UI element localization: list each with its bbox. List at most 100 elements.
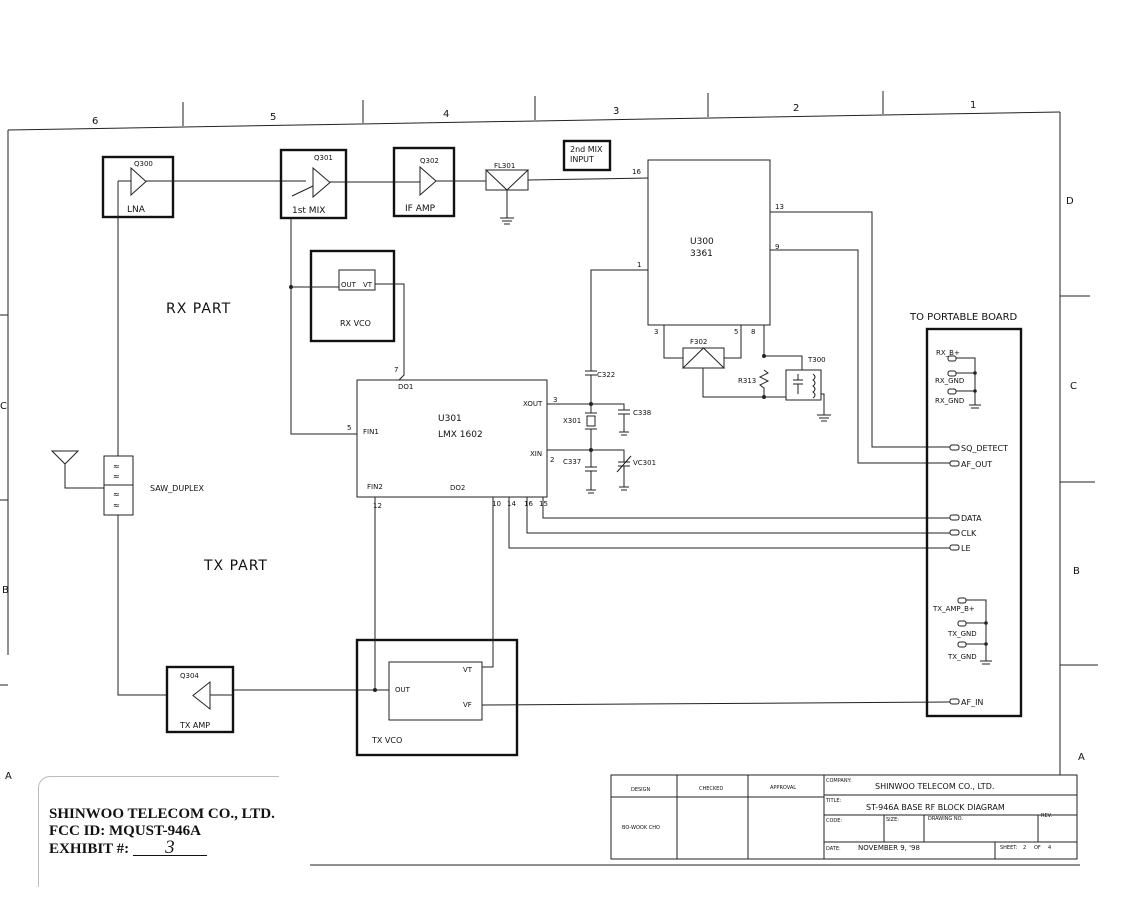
amplifier-icon bbox=[130, 166, 147, 197]
crystal-network: C322 X301 C338 C337 VC301 bbox=[547, 269, 656, 494]
drawing-no-label: DRAWING NO. bbox=[928, 816, 963, 822]
second-mix-line1: 2nd MIX bbox=[570, 145, 603, 154]
zone-top-2: 2 bbox=[793, 103, 799, 114]
rx-gnd-2: RX_GND bbox=[935, 397, 964, 405]
f302-ref: F302 bbox=[690, 338, 707, 346]
u301-pin-3: 3 bbox=[553, 396, 557, 404]
design-label: DESIGN bbox=[631, 787, 651, 793]
zone-left-c: C bbox=[0, 401, 7, 412]
tx-gnd-2: TX_GND bbox=[947, 653, 977, 661]
company-label: COMPANY: bbox=[826, 778, 852, 784]
stamp-fcc-id: FCC ID: MQUST-946A bbox=[49, 823, 201, 839]
second-mix-input-label: 2nd MIX INPUT bbox=[562, 139, 612, 172]
first-mixer-block: Q301 1st MIX bbox=[279, 148, 348, 220]
u301-ref: U301 bbox=[438, 414, 462, 424]
tx-vco-name: TX VCO bbox=[371, 736, 402, 745]
tx-amp-name: TX AMP bbox=[179, 721, 210, 730]
u300-ref: U300 bbox=[690, 237, 714, 247]
u301-xin: XIN bbox=[530, 450, 542, 458]
stamp-exhibit: EXHIBIT #: 3 bbox=[49, 838, 207, 858]
zone-right-c: C bbox=[1070, 381, 1077, 392]
u301-pin-14: 14 bbox=[507, 500, 516, 508]
af-in-pin: AF_IN bbox=[961, 698, 983, 707]
tx-amp-ref: Q304 bbox=[180, 672, 199, 680]
rx-part-label: RX PART bbox=[166, 301, 231, 317]
company-name: SHINWOO TELECOM CO., LTD. bbox=[875, 782, 994, 791]
svg-text:≈: ≈ bbox=[113, 490, 120, 499]
rx-gnd-1: RX_GND bbox=[935, 377, 964, 385]
date-label: DATE: bbox=[826, 846, 841, 852]
drawing-frame bbox=[0, 91, 1098, 866]
saw-duplexer: ≈ ≈ ≈ ≈ SAW_DUPLEX bbox=[103, 455, 205, 516]
u300-ic: U300 3361 16 13 9 1 3 5 8 bbox=[632, 159, 784, 336]
u301-pin-2: 2 bbox=[550, 456, 554, 464]
c322-ref: C322 bbox=[597, 371, 615, 379]
af-out-pin: AF_OUT bbox=[961, 460, 992, 469]
u301-pin-12: 12 bbox=[373, 502, 382, 510]
clk-pin: CLK bbox=[961, 529, 977, 538]
u301-fin2: FIN2 bbox=[367, 483, 383, 491]
code-label: CODE: bbox=[826, 818, 842, 824]
zone-top-5: 5 bbox=[270, 112, 276, 123]
lna-ref: Q300 bbox=[134, 160, 153, 168]
u300-pin-3: 3 bbox=[654, 328, 658, 336]
sheet-total: 4 bbox=[1048, 845, 1051, 851]
rx-vco-block: OUT VT RX VCO bbox=[309, 249, 396, 343]
sheet-of: OF bbox=[1034, 845, 1041, 851]
second-mix-line2: INPUT bbox=[570, 155, 594, 164]
zone-labels: 6 5 4 3 2 1 D C B A C B A bbox=[0, 100, 1085, 782]
u301-fin1: FIN1 bbox=[363, 428, 379, 436]
sq-detect-pin: SQ_DETECT bbox=[961, 444, 1008, 453]
portable-board-connector: RX_B+ RX_GND RX_GND SQ_DETECT AF_OUT DAT… bbox=[925, 327, 1023, 718]
resistor-icon bbox=[758, 369, 770, 397]
tx-vco-block: OUT VT VF TX VCO bbox=[355, 638, 519, 757]
amplifier-icon bbox=[312, 166, 331, 199]
svg-text:≈: ≈ bbox=[113, 462, 120, 471]
title-label: TITLE: bbox=[825, 798, 842, 804]
u301-pin-7: 7 bbox=[394, 366, 398, 374]
rx-b-plus: RX_B+ bbox=[936, 349, 960, 357]
zone-top-4: 4 bbox=[443, 109, 449, 120]
u301-ic: U301 LMX 1602 DO1 DO2 FIN1 FIN2 XOUT XIN… bbox=[347, 366, 557, 510]
u300-pin-9: 9 bbox=[775, 243, 779, 251]
svg-text:≈: ≈ bbox=[113, 472, 120, 481]
zone-right-b: B bbox=[1073, 566, 1080, 577]
data-pin: DATA bbox=[961, 514, 982, 523]
antenna-icon bbox=[50, 450, 104, 489]
tx-vco-vf: VF bbox=[463, 701, 472, 709]
u301-pin-10: 10 bbox=[492, 500, 501, 508]
portable-board-label: TO PORTABLE BOARD bbox=[909, 312, 1018, 323]
zone-top-1: 1 bbox=[970, 100, 976, 111]
amplifier-icon bbox=[419, 165, 437, 197]
tx-vco-out: OUT bbox=[395, 686, 411, 694]
zone-top-6: 6 bbox=[92, 116, 98, 127]
rx-vco-name: RX VCO bbox=[340, 319, 371, 328]
u301-pin-16: 16 bbox=[524, 500, 533, 508]
if-amp-ref: Q302 bbox=[420, 157, 439, 165]
u301-xout: XOUT bbox=[523, 400, 543, 408]
lna-name: LNA bbox=[127, 205, 146, 215]
designer-name: BO-WOOK CHO bbox=[622, 825, 660, 831]
zone-top-3: 3 bbox=[613, 106, 619, 117]
tx-gnd-1: TX_GND bbox=[947, 630, 977, 638]
size-label: SIZE: bbox=[886, 817, 899, 823]
amplifier-icon bbox=[192, 680, 211, 711]
if-amp-block: Q302 IF AMP bbox=[392, 146, 456, 218]
checked-label: CHECKED bbox=[699, 786, 723, 792]
c337-ref: C337 bbox=[563, 458, 581, 466]
r313-ref: R313 bbox=[738, 377, 756, 385]
sheet-number: 2 bbox=[1023, 845, 1026, 851]
svg-text:≈: ≈ bbox=[113, 501, 120, 510]
stamp-exhibit-number: 3 bbox=[132, 838, 207, 857]
rx-vco-vt: VT bbox=[363, 281, 373, 289]
u300-pin-8: 8 bbox=[751, 328, 755, 336]
tx-amp-block: Q304 TX AMP bbox=[165, 665, 235, 734]
zone-left-b: B bbox=[2, 585, 9, 596]
u301-part: LMX 1602 bbox=[438, 430, 483, 440]
zone-right-d: D bbox=[1066, 196, 1074, 207]
rev-label: REV: bbox=[1041, 813, 1053, 819]
rx-vco-out: OUT bbox=[341, 281, 357, 289]
u301-do1: DO1 bbox=[398, 383, 413, 391]
tx-vco-vt: VT bbox=[463, 666, 473, 674]
